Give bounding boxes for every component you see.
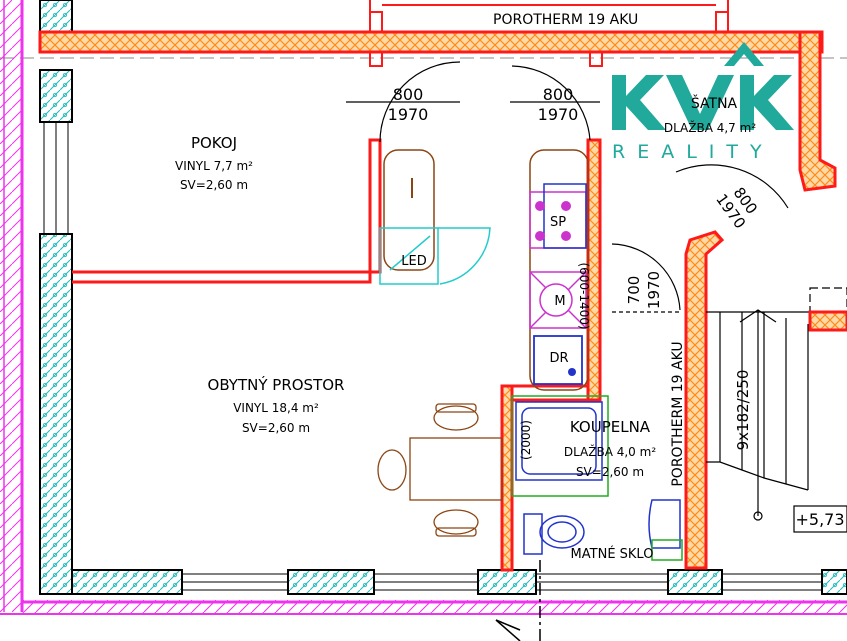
door1-height: 1970 <box>388 105 429 124</box>
top-wall-label: POROTHERM 19 AKU <box>493 12 638 28</box>
dishwasher-label: DR <box>549 351 568 366</box>
hob-label: SP <box>550 215 566 230</box>
koupelna-name: KOUPELNA <box>570 418 651 436</box>
logo-roof-icon <box>724 42 764 66</box>
side-wall-label: POROTHERM 19 AKU <box>670 341 686 486</box>
dining-table <box>377 403 503 537</box>
bottom-exterior-wall <box>71 569 847 595</box>
dishwasher <box>533 335 583 385</box>
level-box <box>793 505 847 533</box>
koupelna-height: SV=2,60 m <box>576 465 644 479</box>
obytny-height: SV=2,60 m <box>242 421 310 435</box>
shower <box>511 395 609 497</box>
kitchen-counter <box>383 149 589 391</box>
pokoj-name: POKOJ <box>191 134 237 152</box>
logo-k-right <box>740 75 794 130</box>
exterior-cladding <box>0 0 847 615</box>
satna-floor: DLAŽBA 4,7 m² <box>664 120 756 135</box>
door-swings <box>346 61 789 313</box>
kvk-logo: REALITY <box>612 42 794 163</box>
interior-walls <box>72 138 725 572</box>
door2-height: 1970 <box>538 105 579 124</box>
toilet <box>523 513 585 555</box>
door1-width: 800 <box>393 85 424 104</box>
logo-tagline: REALITY <box>612 141 774 163</box>
led-label: LED <box>401 254 426 269</box>
sink-label: M <box>554 294 565 309</box>
logo-k-left <box>612 75 666 130</box>
sink-size: (600-1400) <box>577 262 591 329</box>
obytny-name: OBYTNÝ PROSTOR <box>208 375 345 394</box>
door4-width: 700 <box>625 276 643 305</box>
fridge-led <box>379 227 491 285</box>
left-exterior-wall <box>39 0 73 595</box>
hob <box>529 183 587 249</box>
door4-height: 1970 <box>645 271 663 309</box>
door2-width: 800 <box>543 85 574 104</box>
top-party-wall <box>38 0 837 192</box>
washbasin <box>648 499 683 561</box>
level-label: +5,73 <box>795 510 844 529</box>
satna-name: ŠATNA <box>691 94 738 112</box>
shower-size: (2000) <box>519 420 533 460</box>
kitchen-sink <box>529 271 587 329</box>
pokoj-height: SV=2,60 m <box>180 178 248 192</box>
glass-label: MATNÉ SKLO <box>571 546 654 562</box>
section-marker <box>495 560 541 641</box>
logo-v <box>666 75 734 130</box>
obytny-floor: VINYL 18,4 m² <box>233 401 319 415</box>
staircase <box>706 287 847 521</box>
koupelna-floor: DLAŽBA 4,0 m² <box>564 444 656 459</box>
stairs-label: 9x182/250 <box>734 370 752 451</box>
pokoj-floor: VINYL 7,7 m² <box>175 159 253 173</box>
